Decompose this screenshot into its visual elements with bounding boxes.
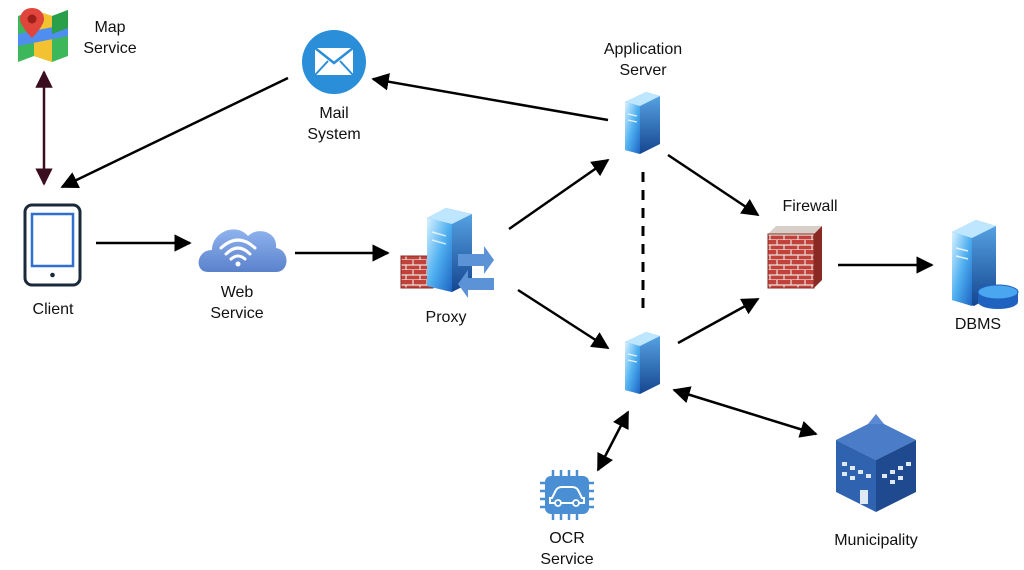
brick-wall-icon	[767, 226, 822, 289]
map-icon	[18, 8, 68, 62]
municipality-label: Municipality	[834, 532, 918, 549]
building-icon	[836, 414, 916, 512]
edge-app-server-to-firewall	[667, 153, 760, 217]
client-label: Client	[32, 301, 74, 318]
edge-proxy-to-server2	[517, 288, 610, 350]
firewall-label: Firewall	[782, 198, 838, 215]
edge-server2-to-firewall	[677, 297, 760, 345]
proxy-label: Proxy	[425, 309, 467, 326]
dbms-label: DBMS	[954, 316, 1002, 333]
cloud-wifi-icon	[198, 229, 287, 272]
tablet-icon	[23, 203, 82, 287]
edge-app-server-to-mail	[371, 73, 609, 122]
envelope-icon	[302, 30, 366, 94]
edges	[35, 70, 934, 472]
proxy-server-icon	[400, 208, 494, 298]
database-server-icon	[952, 220, 1019, 309]
car-chip-icon	[540, 470, 594, 520]
edge-mail-to-client	[60, 76, 289, 189]
edge-proxy-to-app-server	[508, 158, 610, 231]
server-2-icon	[625, 332, 660, 394]
edge-server2-ocr	[596, 410, 630, 472]
edge-server2-municipality	[672, 386, 818, 438]
server-icon	[625, 92, 660, 154]
